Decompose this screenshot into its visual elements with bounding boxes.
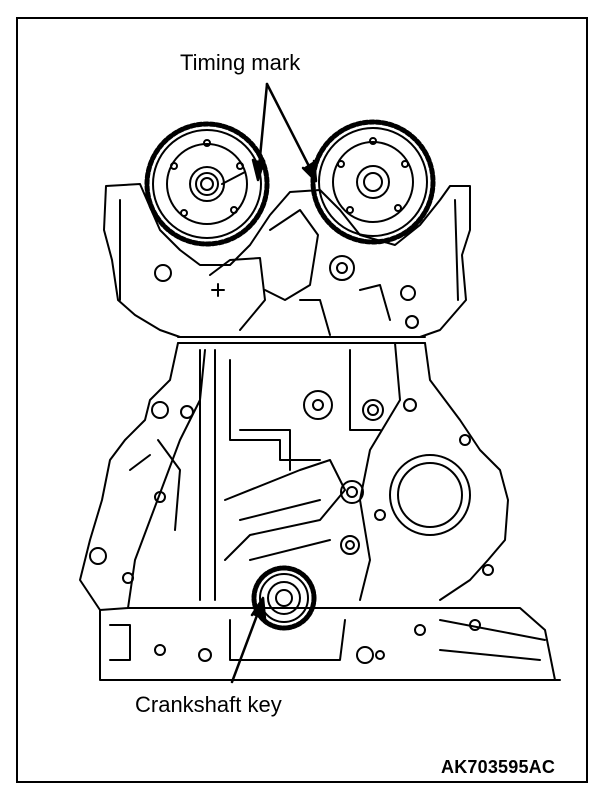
cylinder-head: [103, 183, 471, 338]
crankshaft-key-leader: [230, 596, 267, 684]
cylinder-block: [79, 342, 509, 611]
camshaft-sprocket-left: [144, 121, 270, 247]
oil-pan: [99, 607, 561, 681]
deck-line: [177, 336, 426, 344]
crankshaft-sprocket: [251, 565, 317, 631]
camshaft-sprocket-right: [310, 119, 436, 245]
figure-id: AK703595AC: [441, 757, 556, 777]
figure-frame: [16, 17, 588, 783]
crankshaft-key-label: Crankshaft key: [135, 692, 282, 717]
timing-mark-label: Timing mark: [180, 50, 301, 75]
timing-mark-leaders: [251, 82, 318, 183]
